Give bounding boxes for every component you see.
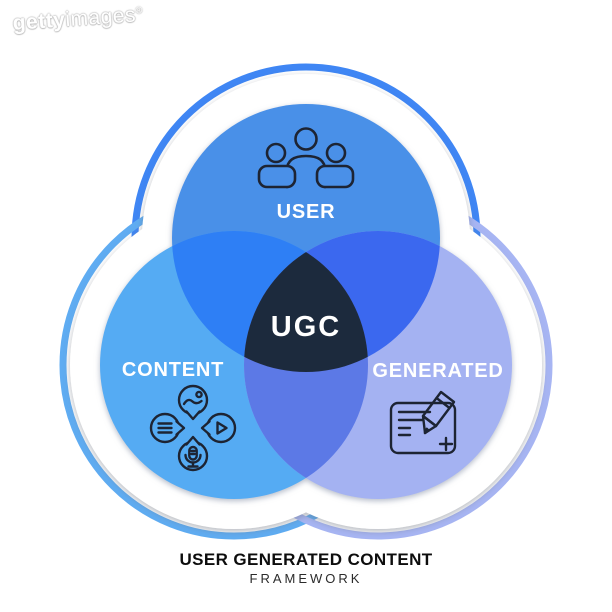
media-bubbles-icon [149,384,237,472]
play-bubble-icon [205,412,237,444]
overlap-center [244,231,368,372]
venn-circles [100,104,512,499]
document-pencil-icon [389,390,457,455]
registered-mark: ® [135,4,144,16]
caption-title: USER GENERATED CONTENT [179,550,433,569]
center-ugc-label: UGC [270,311,342,343]
watermark-getty: getty [12,8,67,35]
image-bubble-icon [177,384,209,416]
user-circle-label: USER [276,201,336,223]
generated-circle-label: GENERATED [372,360,504,382]
content-circle-label: CONTENT [121,359,225,381]
people-group-icon [257,127,355,189]
watermark-images: images [64,3,137,32]
caption-subtitle: FRAMEWORK [249,571,363,586]
